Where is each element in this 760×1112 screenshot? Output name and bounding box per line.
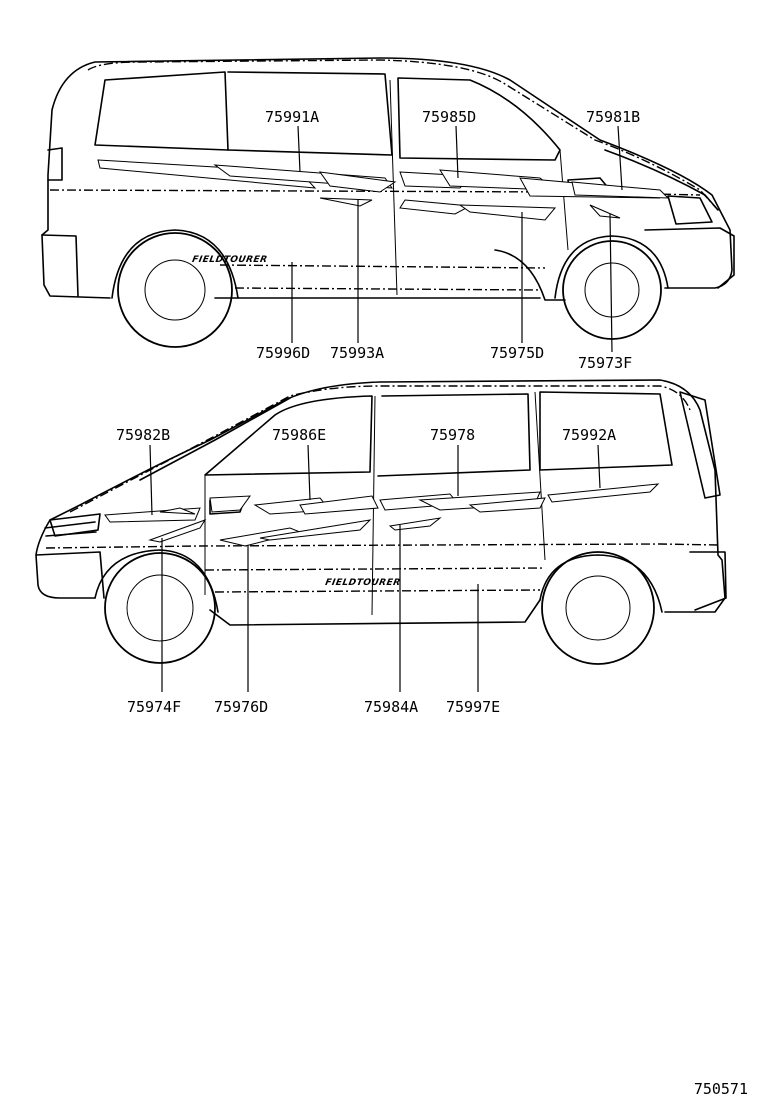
rear-wheel-rim bbox=[565, 575, 631, 641]
fieldtourer-badge: FIELDTOURER bbox=[324, 578, 401, 588]
callout-label: 75975D bbox=[490, 344, 544, 362]
rear-quarter-line bbox=[534, 391, 546, 561]
rear-glass bbox=[679, 391, 721, 499]
lower-side-line bbox=[204, 567, 546, 571]
rear-lamp bbox=[47, 147, 63, 181]
stripe-decals bbox=[104, 483, 660, 547]
middle-window bbox=[227, 71, 393, 156]
front-door-window bbox=[397, 77, 561, 161]
sliding-door-line bbox=[389, 79, 398, 296]
van-left-side-view: FIELDTOURER 75982B 75986E 75978 75992A 7… bbox=[35, 379, 727, 716]
rear-tire bbox=[541, 551, 655, 665]
van-body-outline bbox=[35, 379, 726, 626]
front-wheel-arch bbox=[94, 549, 219, 613]
callout-label: 75997E bbox=[446, 698, 500, 716]
rear-wheel-arch bbox=[539, 554, 663, 613]
drawing-number: 750571 bbox=[693, 1080, 748, 1098]
hood-line bbox=[604, 149, 719, 211]
rear-wheel-rim bbox=[144, 259, 206, 321]
windshield bbox=[139, 397, 291, 481]
callout-label: 75985D bbox=[422, 108, 476, 126]
front-wheel-rim bbox=[126, 574, 194, 642]
front-door-window bbox=[204, 395, 373, 476]
rear-side-window bbox=[539, 391, 673, 471]
front-door-line bbox=[559, 149, 569, 251]
front-tire bbox=[104, 552, 216, 664]
front-bumper bbox=[644, 227, 735, 289]
grille bbox=[44, 521, 97, 537]
callout-label: 75996D bbox=[256, 344, 310, 362]
rear-wheel-arch bbox=[111, 229, 239, 299]
rocker-line bbox=[214, 589, 541, 593]
front-wheel-arch bbox=[554, 235, 669, 299]
rocker-line bbox=[234, 287, 541, 291]
callout-label: 75992A bbox=[562, 426, 616, 444]
callout-label: 75984A bbox=[364, 698, 418, 716]
van-right-side-view: FIELDTOURER 75991A 75985D 75981B 75996D … bbox=[41, 57, 735, 372]
headlamp bbox=[49, 513, 101, 537]
callout-leaders bbox=[149, 444, 601, 692]
roof-line bbox=[69, 385, 691, 513]
rear-bumper bbox=[41, 234, 79, 297]
callout-label: 75993A bbox=[330, 344, 384, 362]
lower-side-line bbox=[219, 264, 546, 269]
front-bumper bbox=[35, 551, 105, 599]
headlamp bbox=[667, 195, 713, 225]
rear-tire bbox=[117, 232, 233, 348]
callout-label: 75982B bbox=[116, 426, 170, 444]
body-side-line bbox=[45, 543, 719, 549]
callout-label: 75981B bbox=[586, 108, 640, 126]
rear-side-window bbox=[94, 71, 229, 151]
stripe-decals bbox=[97, 159, 670, 221]
middle-window bbox=[377, 393, 531, 477]
callout-leaders bbox=[291, 125, 623, 353]
fieldtourer-badge: FIELDTOURER bbox=[191, 255, 268, 265]
callout-label: 75974F bbox=[127, 698, 181, 716]
rear-bumper bbox=[689, 551, 727, 611]
front-wheel-rim bbox=[584, 262, 640, 318]
callout-label: 75978 bbox=[430, 426, 475, 444]
callout-label: 75973F bbox=[578, 354, 632, 372]
callout-label: 75991A bbox=[265, 108, 319, 126]
callout-label: 75986E bbox=[272, 426, 326, 444]
callout-label: 75976D bbox=[214, 698, 268, 716]
